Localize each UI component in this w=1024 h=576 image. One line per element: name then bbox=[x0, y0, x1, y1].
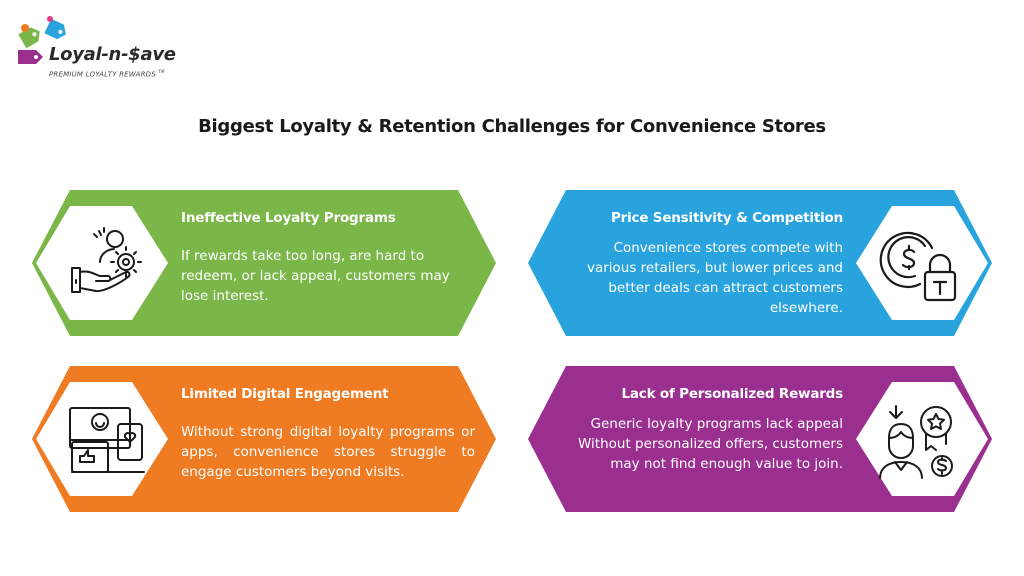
challenge-card-ineffective-loyalty: Ineffective Loyalty Programs If rewards … bbox=[32, 190, 496, 336]
card-body: Convenience stores compete with various … bbox=[586, 240, 843, 316]
brand-tagline: PREMIUM LOYALTY REWARDS TM bbox=[49, 69, 165, 79]
challenge-card-personalized-rewards: Lack of Personalized Rewards Generic loy… bbox=[528, 366, 992, 512]
card-hexagon-green bbox=[32, 190, 496, 336]
hand-person-gear-icon bbox=[71, 227, 142, 293]
brand-name: Loyal-n-$ave bbox=[49, 44, 176, 65]
card-body: Without strong digital loyalty programs … bbox=[181, 424, 475, 480]
price-tags-icon bbox=[18, 16, 66, 64]
card-body: If rewards take too long, are hard to re… bbox=[181, 248, 450, 304]
dollar-lock-icon bbox=[879, 231, 957, 302]
challenge-card-price-sensitivity: Price Sensitivity & Competition Convenie… bbox=[528, 190, 992, 336]
person-award-icon bbox=[879, 405, 953, 479]
card-title: Ineffective Loyalty Programs bbox=[181, 210, 396, 226]
digital-devices-icon bbox=[69, 407, 145, 473]
challenge-card-digital-engagement: Limited Digital Engagement Without stron… bbox=[32, 366, 496, 512]
card-title: Price Sensitivity & Competition bbox=[610, 210, 843, 226]
card-hexagon-purple bbox=[528, 366, 992, 512]
card-title: Limited Digital Engagement bbox=[181, 386, 389, 402]
card-body: Generic loyalty programs lack appeal Wit… bbox=[578, 416, 843, 472]
card-title: Lack of Personalized Rewards bbox=[621, 386, 843, 402]
brand-logo: Loyal-n-$ave PREMIUM LOYALTY REWARDS TM bbox=[16, 14, 206, 84]
page-title: Biggest Loyalty & Retention Challenges f… bbox=[198, 116, 826, 137]
